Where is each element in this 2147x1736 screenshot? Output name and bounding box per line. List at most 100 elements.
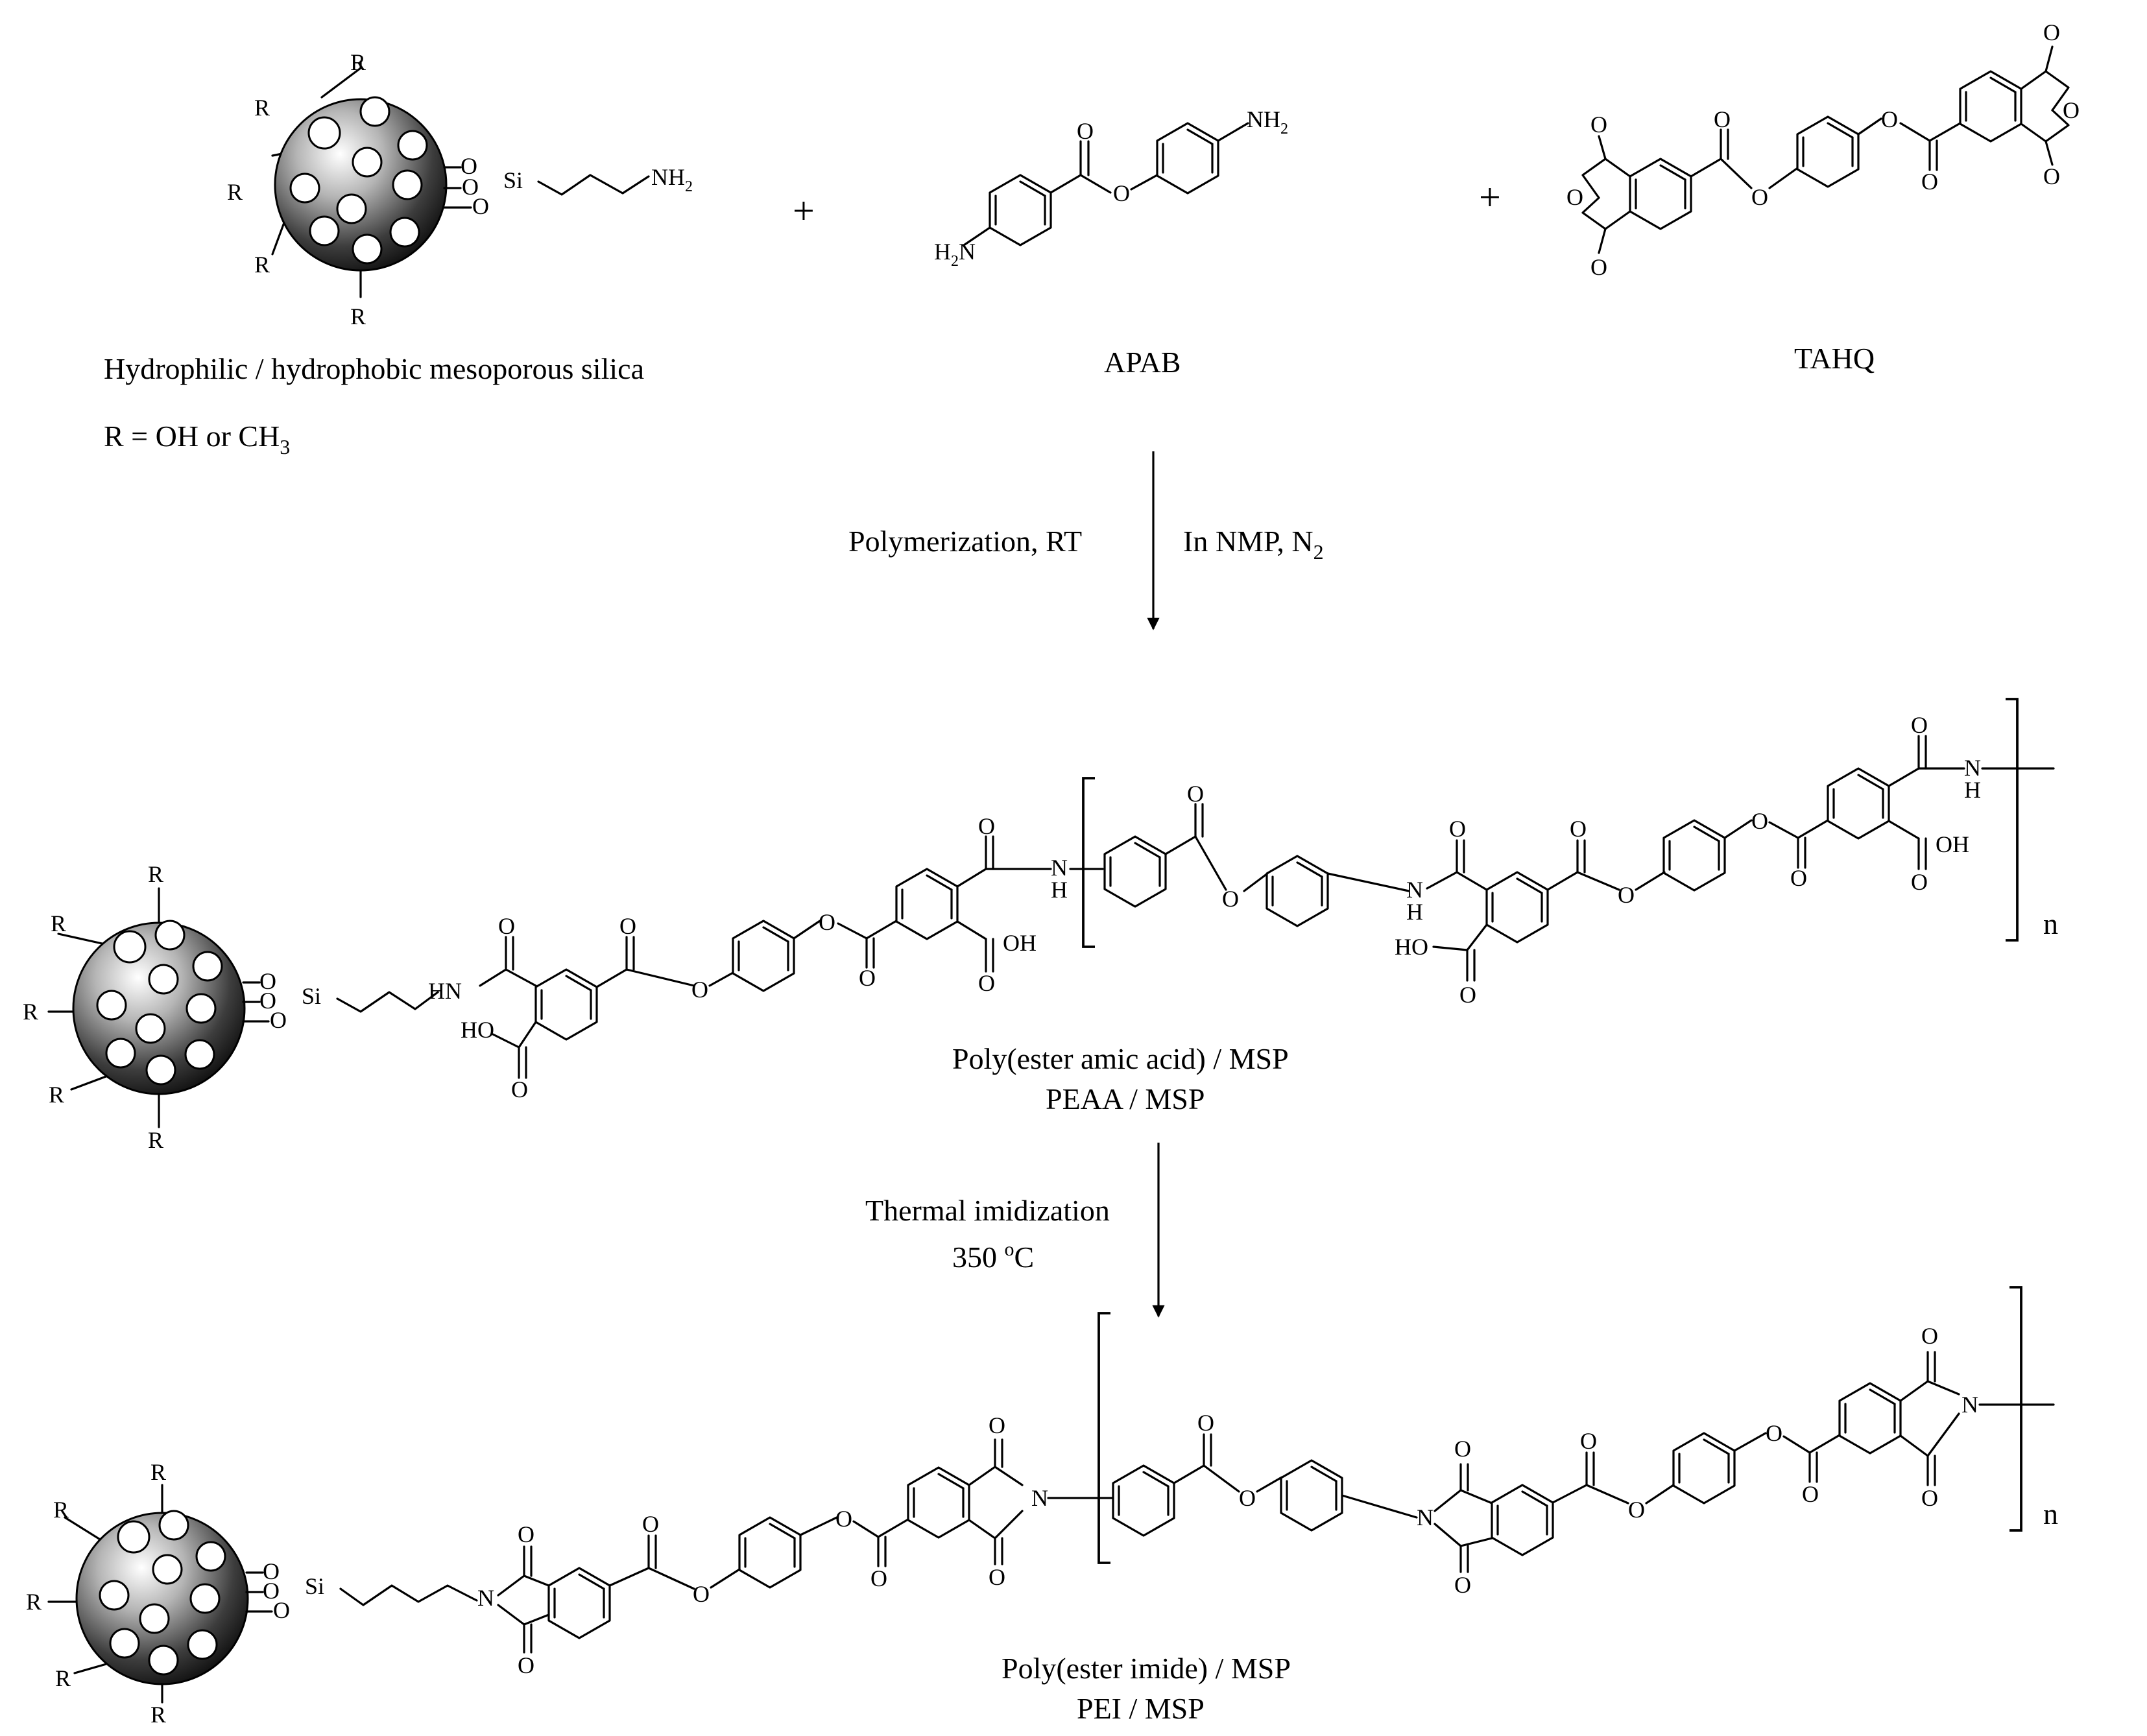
oxygen-atom: O [1449,816,1466,842]
r-substituent: R [350,49,366,75]
oxygen-atom: O [1566,184,1583,210]
amine-group: H2N [934,239,976,270]
oxygen-atom: O [1881,106,1898,132]
oxygen-atom: O [870,1565,887,1591]
oxygen-atom: O [1628,1497,1645,1523]
oxygen-atom: O [859,965,876,991]
oxygen-atom: O [2043,163,2060,189]
r-substituent: R [148,1127,163,1153]
carboxyl-ho: HO [461,1017,494,1043]
r-substituent: R [26,1589,42,1615]
silica-particle-pei: R R R R R O O O Si [26,1459,324,1728]
oxygen-atom: O [619,913,636,939]
carboxyl-oh: OH [1936,831,1969,857]
silica-particle-reactant: R R R R R O O O Si NH2 [227,49,693,329]
oxygen-atom: O [1113,180,1130,206]
oxygen-atom: O [1570,816,1587,842]
tahq-label: TAHQ [1794,342,1875,375]
oxygen-atom: O [1790,865,1807,891]
pei-chain: N O O O O O O [339,1286,2058,1678]
oxygen-atom: O [263,1558,280,1584]
oxygen-atom: O [1921,1485,1938,1511]
peaa-name: Poly(ester amic acid) / MSP [952,1042,1289,1075]
carboxyl-ho: HO [1395,934,1428,960]
oxygen-atom: O [1921,169,1938,195]
r-definition: R = OH or CH3 [104,420,290,458]
silicon-atom: Si [503,167,523,193]
oxygen-atom: O [263,1578,280,1604]
oxygen-atom: O [270,1007,287,1033]
r-substituent: R [254,252,270,278]
plus-sign: + [1479,176,1501,219]
oxygen-atom: O [1751,184,1768,210]
peaa-abbreviation: PEAA / MSP [1046,1082,1205,1115]
oxygen-atom: O [1911,712,1928,738]
carboxyl-oh: OH [1003,930,1037,956]
oxygen-atom: O [461,153,477,179]
oxygen-atom: O [259,988,276,1014]
silica-particle-peaa: R R R R R O O O Si [23,861,321,1153]
pei-name: Poly(ester imide) / MSP [1002,1652,1291,1685]
amine-group: NH2 [651,164,693,195]
oxygen-atom: O [1921,1323,1938,1349]
oxygen-atom: O [518,1652,534,1678]
oxygen-atom: O [978,813,995,839]
silicon-atom: Si [302,983,321,1009]
oxygen-atom: O [2063,97,2080,123]
oxygen-atom: O [1187,781,1204,807]
imide-nitrogen: N [477,1585,494,1611]
oxygen-atom: O [518,1521,534,1547]
pei-abbreviation: PEI / MSP [1077,1692,1205,1725]
apab-label: APAB [1104,346,1181,379]
r-substituent: R [55,1665,71,1691]
imide-nitrogen: N [1961,1392,1978,1418]
oxygen-atom: O [259,968,276,994]
oxygen-atom: O [989,1412,1005,1438]
r-substituent: R [150,1459,166,1485]
r-substituent: R [51,910,66,936]
silicon-atom: Si [305,1573,324,1599]
oxygen-atom: O [1911,869,1928,895]
tahq-structure: O O O O O O O O O O [1566,19,2080,280]
oxygen-atom: O [1618,882,1635,908]
oxygen-atom: O [835,1506,852,1532]
r-substituent: R [49,1082,64,1108]
condition-solvent: In NMP, N2 [1183,525,1324,564]
apab-structure: O O NH2 H2N [934,106,1288,270]
repeat-unit-n: n [2043,907,2058,940]
condition-polymerization: Polymerization, RT [848,525,1082,558]
condition-temperature: 350 oC [952,1239,1034,1274]
amide-nh: HN [428,978,462,1004]
oxygen-atom: O [978,970,995,996]
oxygen-atom: O [1454,1572,1471,1598]
oxygen-atom: O [498,913,515,939]
oxygen-atom: O [511,1076,528,1102]
condition-thermal-imidization: Thermal imidization [865,1194,1110,1227]
oxygen-atom: O [1077,118,1094,144]
oxygen-atom: O [1580,1428,1597,1454]
oxygen-atom: O [1197,1410,1214,1436]
amine-group: NH2 [1247,106,1288,137]
oxygen-atom: O [1714,106,1731,132]
oxygen-atom: O [642,1511,659,1537]
oxygen-atom: O [989,1564,1005,1590]
oxygen-atom: O [273,1597,290,1623]
repeat-unit-n: n [2043,1497,2058,1530]
oxygen-atom: O [1751,808,1768,834]
oxygen-atom: O [691,977,708,1003]
imide-nitrogen: N [1417,1504,1433,1530]
oxygen-atom: O [819,909,835,935]
oxygen-atom: O [2043,19,2060,45]
r-substituent: R [23,999,38,1025]
oxygen-atom: O [462,174,479,200]
r-substituent: R [350,303,366,329]
r-substituent: R [227,179,243,205]
oxygen-atom: O [1766,1420,1782,1446]
oxygen-atom: O [1454,1436,1471,1462]
oxygen-atom: O [693,1581,710,1607]
oxygen-atom: O [1222,886,1239,912]
